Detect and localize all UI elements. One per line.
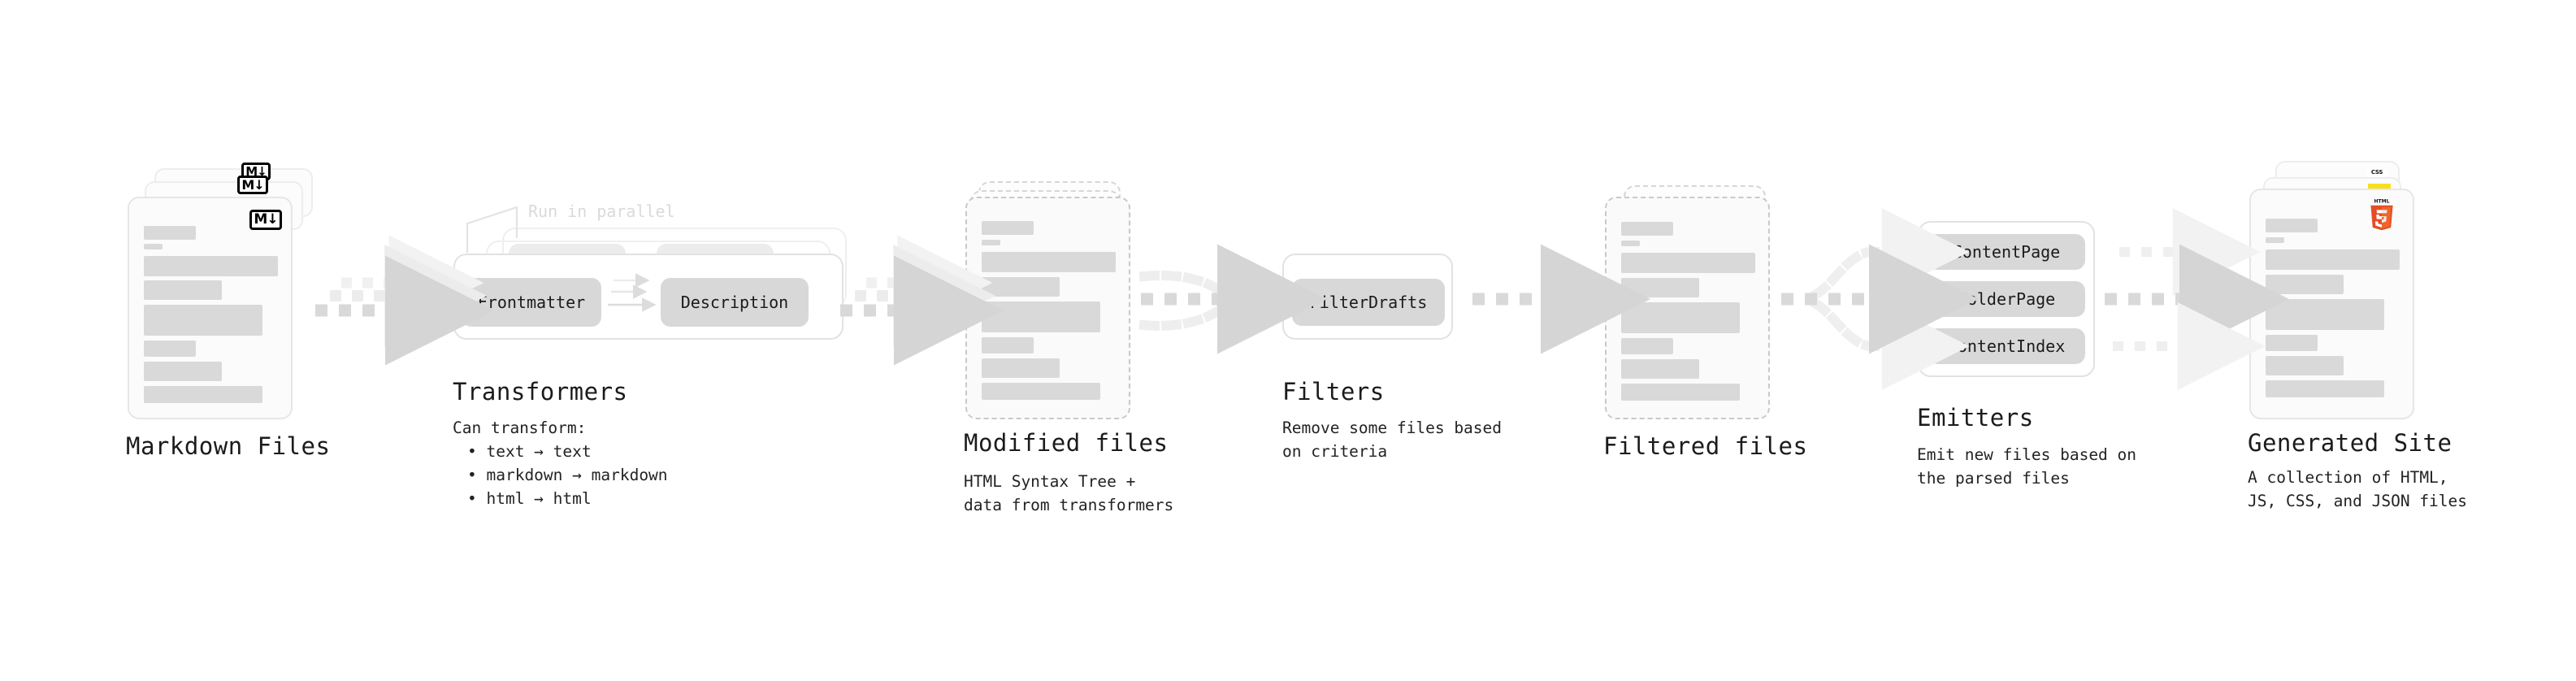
chip-frontmatter[interactable]: Frontmatter [462, 278, 601, 327]
generated-site-title: Generated Site [2248, 429, 2452, 457]
doc-skeleton-line [144, 386, 262, 403]
doc-skeleton-line [144, 226, 196, 240]
arrow-markdown-to-transformers [315, 235, 495, 366]
modified-files-desc-line-1: HTML Syntax Tree + [964, 472, 1136, 491]
transformers-description: Can transform: [453, 416, 586, 440]
arrow-emitters-to-generated [2105, 208, 2289, 390]
doc-skeleton-line [982, 277, 1060, 297]
doc-skeleton-line [144, 362, 222, 381]
transformers-desc-head: Can transform: [453, 419, 587, 437]
arrow-filtered-to-emitters [1781, 208, 1979, 390]
doc-skeleton-line [1621, 359, 1699, 379]
doc-skeleton-line [1621, 338, 1673, 354]
doc-skeleton-line [144, 256, 278, 276]
doc-skeleton-line [1621, 222, 1673, 236]
doc-skeleton-line [982, 301, 1100, 332]
css-icon-label: CSS [2370, 169, 2383, 176]
emitters-desc-line-2: the parsed files [1917, 469, 2070, 488]
doc-skeleton-line [1621, 384, 1740, 401]
arrow-transformers-to-modified [840, 235, 1004, 366]
html5-icon: HTML [2369, 197, 2395, 232]
doc-skeleton-line [2266, 249, 2400, 270]
filters-title: Filters [1282, 378, 1385, 406]
doc-skeleton-line [1621, 253, 1755, 273]
transformers-bullet-1: • text → text [467, 442, 592, 461]
generated-site-desc-line-2: JS, CSS, and JSON files [2248, 492, 2468, 510]
doc-skeleton-line [982, 240, 1000, 245]
doc-skeleton-line [982, 221, 1034, 235]
doc-skeleton-line [144, 244, 163, 249]
markdown-icon: M↓ [249, 210, 282, 230]
doc-skeleton-line [2266, 299, 2384, 330]
doc-skeleton-line [982, 383, 1100, 400]
chip-contentpage[interactable]: ContentPage [1928, 234, 2085, 270]
modified-files-desc-line-2: data from transformers [964, 496, 1174, 514]
doc-skeleton-line [144, 340, 196, 357]
doc-skeleton-line [982, 358, 1060, 378]
transformers-bullet-2: • markdown → markdown [467, 466, 668, 484]
run-in-parallel-label: Run in parallel [528, 202, 675, 221]
html5-icon-svg: HTML [2370, 199, 2393, 231]
emitters-desc-line-1: Emit new files based on [1917, 445, 2137, 464]
chip-description[interactable]: Description [661, 278, 809, 327]
doc-skeleton-line [1621, 241, 1640, 246]
svg-text:HTML: HTML [2374, 199, 2390, 205]
doc-skeleton-line [2266, 237, 2284, 243]
filtered-files-title: Filtered files [1603, 432, 1808, 460]
chip-folderpage[interactable]: FolderPage [1928, 281, 2085, 317]
chip-contentindex[interactable]: ContentIndex [1928, 328, 2085, 364]
markdown-files-title: Markdown Files [126, 432, 331, 460]
arrow-modified-to-filters [1138, 244, 1327, 354]
doc-skeleton-line [2266, 275, 2344, 294]
emitters-title: Emitters [1917, 404, 2034, 432]
transformers-bullet-3: • html → html [467, 489, 592, 508]
markdown-icon-ghost-mid: M↓ [237, 176, 268, 194]
doc-skeleton-line [2266, 380, 2384, 397]
filters-desc-line-2: on criteria [1282, 442, 1388, 461]
doc-skeleton-line [1621, 302, 1740, 333]
doc-skeleton-line [144, 305, 262, 336]
doc-skeleton-line [982, 252, 1116, 272]
modified-files-title: Modified files [964, 429, 1169, 457]
filters-desc-line-1: Remove some files based [1282, 419, 1503, 437]
doc-skeleton-line [2266, 356, 2344, 375]
doc-skeleton-line [2266, 335, 2318, 351]
doc-skeleton-line [982, 337, 1034, 354]
chip-filterdrafts[interactable]: FilterDrafts [1292, 279, 1445, 326]
doc-skeleton-line [1621, 278, 1699, 297]
doc-skeleton-line [144, 280, 222, 300]
doc-skeleton-line [2266, 219, 2318, 232]
generated-site-desc-line-1: A collection of HTML, [2248, 468, 2448, 487]
transformers-title: Transformers [453, 378, 628, 406]
